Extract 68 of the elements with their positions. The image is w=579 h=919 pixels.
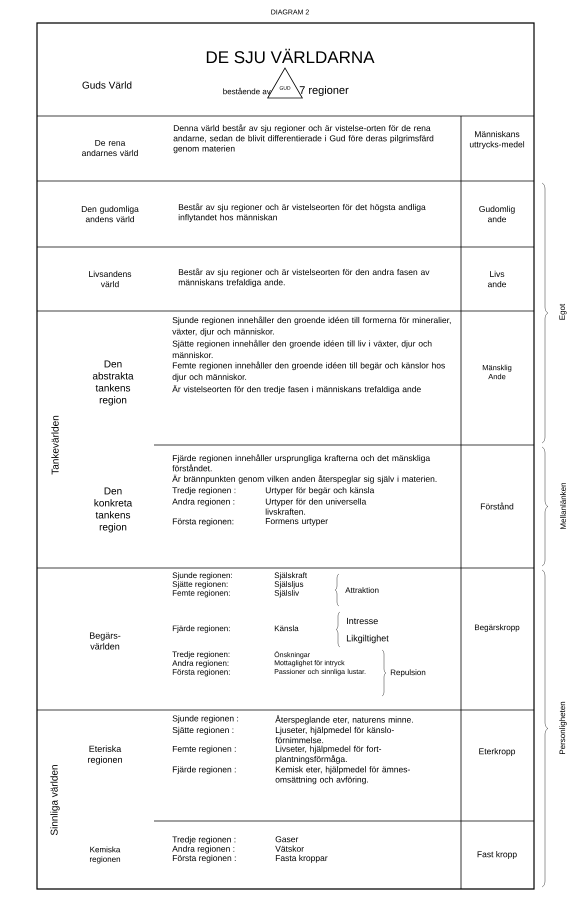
cell-text: Attraktion (345, 587, 378, 593)
cell-text: Formens urtyper (266, 518, 328, 526)
cell-text: Fasta kroppar (276, 854, 328, 863)
region-name: Första regionen: (172, 518, 234, 526)
row-label: Guds Värld (82, 81, 132, 89)
region-name: Tredje regionen : (172, 487, 236, 495)
region-name: Andra regionen : (172, 498, 234, 506)
cell-text: Består av sju regioner och är vistelseorten för det högsta andliga inflytandet hos människan (178, 203, 426, 222)
cell-text: Urtyper för den universella livskraften. (266, 498, 366, 515)
side-label: Sinnliga världen (50, 765, 60, 836)
cell-text: Känsla (274, 625, 299, 632)
cell-text: Själskraft (274, 572, 308, 580)
cell-text: Begärskropp (474, 624, 520, 632)
region-name: Femte regionen: (172, 590, 230, 598)
row-label: De rena andarnes värld (82, 140, 138, 156)
region-name: Sjunde regionen : (172, 715, 238, 724)
row-label: Begärs-världen (90, 632, 120, 650)
region-name: Andra regionen : (172, 846, 234, 854)
bracket-label: Personligheten (559, 702, 567, 754)
region-name: Femte regionen : (172, 746, 236, 754)
cell-text: Fjärde regionen innehåller ursprungliga krafterna och det mänskliga förståndet. (172, 454, 430, 472)
cell-text: Förstånd (480, 502, 514, 510)
cell-text: Är brännpunkten genom vilken anden återspeglar sig själv i materien. (172, 474, 436, 484)
bracket-label: Egot (559, 304, 567, 320)
column-label: Människans uttrycks-medel (470, 130, 524, 150)
cell-text: Livseter, hjälpmedel för fort-plantningsförmåga. (276, 746, 382, 764)
row-label: Den abstrakta tankens region (92, 360, 134, 406)
row-label: Eteriska regionen (88, 745, 122, 765)
bracket-label: Mellanlänken (560, 482, 566, 529)
region-name: Tredje regionen : (172, 836, 236, 844)
caption-text: bestående av (223, 88, 271, 94)
cell-text: Gudomlig ande (479, 206, 515, 222)
region-name: Tredje regionen: (172, 651, 230, 659)
cell-text: Sjätte regionen innehåller den groende idéen till liv i växter, djur och människor. (172, 340, 432, 358)
cell-text: Vätskor (275, 846, 304, 852)
cell-text: Sjunde regionen innehåller den groende idéen till formerna för mineralier, växter, djur och människor. (172, 316, 451, 336)
region-name: Första regionen : (172, 854, 236, 863)
title: DE SJU VÄRLDARNA (206, 48, 374, 64)
region-name: Andra regionen: (172, 660, 228, 668)
cell-text: Eterkropp (479, 748, 516, 756)
cell-text: Livs ande (488, 270, 506, 288)
region-name: Sjätte regionen : (172, 726, 234, 735)
cell-text: Gaser (276, 836, 298, 842)
cell-text: Femte regionen innehåller den groende idéen till begär och känslor hos djur och människor. (172, 362, 445, 382)
row-label: Den konkreta tankens region (94, 488, 132, 532)
cell-text: Denna värld består av sju regioner och är vistelse-orten för de rena andarne, sedan de blivit differentierade i Gud före deras pilgrimsfärd genom materien (174, 124, 434, 154)
cell-text: Själsljus (274, 581, 304, 589)
caption-text: 7 regioner (300, 86, 349, 96)
cell-text: Intresse (347, 618, 378, 624)
cell-text: Likgiltighet (346, 634, 389, 644)
cell-text: Själsliv (274, 590, 300, 598)
row-label: Den gudomliga andens värld (82, 206, 139, 222)
side-label: Tankevärlden (51, 416, 59, 475)
cell-text: Består av sju regioner och är vistelseorten för den andra fasen av människans trefaldiga ande. (178, 268, 430, 288)
cell-text: Kemisk eter, hjälpmedel för ämnes-omsättning och avföring. (276, 766, 410, 784)
cell-text: Återspeglande eter, naturens minne. (275, 715, 413, 724)
region-name: Sjunde regionen: (172, 572, 232, 580)
region-name: Fjärde regionen : (172, 766, 236, 774)
region-name: Första regionen: (172, 668, 230, 676)
row-label: Kemiska regionen (90, 846, 120, 864)
cell-text: Är vistelseorten för den tredje fasen i människans trefaldiga ande (172, 385, 421, 394)
region-name: Sjätte regionen: (172, 581, 228, 589)
cell-text: Ljuseter, hjälpmedel för känslo-förnimmelse. (275, 726, 394, 744)
cell-text: Urtyper för begär och känsla (266, 487, 374, 495)
row-label: Livsandens värld (89, 270, 132, 288)
cell-text: Repulsion (390, 669, 426, 677)
region-name: Fjärde regionen: (172, 625, 230, 633)
cell-text: Fast kropp (478, 851, 517, 859)
